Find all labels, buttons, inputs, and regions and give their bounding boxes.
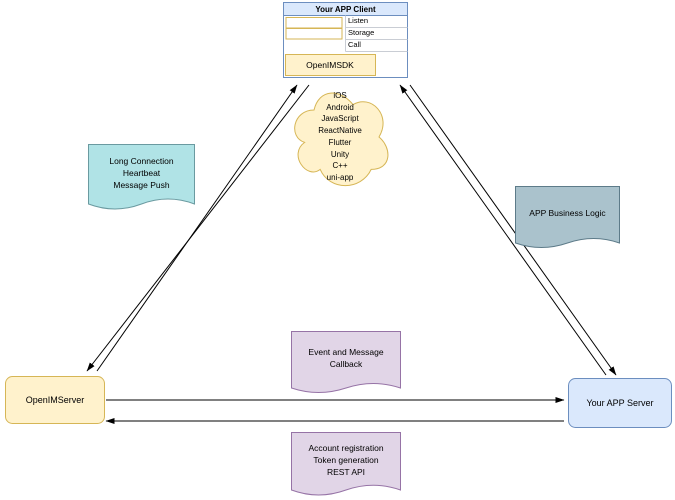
arrow-sdk-to-openimserver bbox=[86, 84, 310, 372]
note-account-registration-text: Account registration Token generation RE… bbox=[308, 443, 384, 477]
your-app-server-rect bbox=[568, 378, 672, 428]
client-row-listen: Listen bbox=[348, 16, 369, 25]
note-event-callback-svg bbox=[291, 331, 401, 393]
note-app-business-logic-text: APP Business Logic bbox=[529, 208, 606, 218]
openimserver-label: OpenIMServer bbox=[25, 395, 85, 405]
openimserver-shape-svg bbox=[5, 376, 105, 424]
cloud-shape-svg bbox=[294, 92, 389, 186]
client-slot-cell bbox=[285, 17, 343, 29]
note-shape bbox=[88, 144, 195, 210]
openimsdk-label: OpenIMSDK bbox=[306, 59, 354, 70]
client-row-storage: Storage bbox=[348, 28, 375, 37]
note-long-connection: Long Connection Heartbeat Message Push bbox=[88, 144, 195, 214]
openimserver-node: OpenIMServer bbox=[5, 376, 105, 424]
arrow-client-to-appserver bbox=[409, 84, 617, 376]
note-shape bbox=[515, 186, 620, 248]
note-app-business-logic-svg bbox=[515, 186, 620, 248]
client-slot-cell bbox=[285, 28, 343, 40]
your-app-server-shape-svg bbox=[568, 378, 672, 428]
note-long-connection-text: Long Connection Heartbeat Message Push bbox=[109, 156, 174, 190]
note-shape bbox=[291, 331, 401, 393]
note-account-registration-svg bbox=[291, 432, 401, 496]
your-app-client-shape bbox=[283, 2, 408, 78]
your-app-server-label: Your APP Server bbox=[586, 398, 654, 408]
note-long-connection-svg bbox=[88, 144, 195, 210]
client-row-call: Call bbox=[348, 40, 361, 49]
note-app-business-logic: APP Business Logic bbox=[515, 186, 620, 252]
openimserver-rect bbox=[5, 376, 105, 424]
arrow-openimserver-to-sdk bbox=[96, 84, 298, 372]
your-app-server-node: Your APP Server bbox=[568, 378, 672, 428]
note-account-registration: Account registration Token generation RE… bbox=[291, 432, 401, 500]
cloud-shape bbox=[294, 92, 389, 186]
arrow-appserver-to-client bbox=[399, 84, 607, 376]
platforms-cloud: iOS Android JavaScript ReactNative Flutt… bbox=[287, 82, 393, 192]
your-app-client-node: Your APP Client Listen Storage Call Open… bbox=[283, 2, 408, 78]
client-title: Your APP Client bbox=[315, 4, 376, 14]
note-shape bbox=[291, 432, 401, 496]
cloud-platforms-text: iOS Android JavaScript ReactNative Flutt… bbox=[318, 91, 362, 182]
note-event-callback-text: Event and Message Callback bbox=[308, 347, 384, 369]
openimsdk-rect bbox=[285, 54, 376, 76]
note-event-callback: Event and Message Callback bbox=[291, 331, 401, 397]
